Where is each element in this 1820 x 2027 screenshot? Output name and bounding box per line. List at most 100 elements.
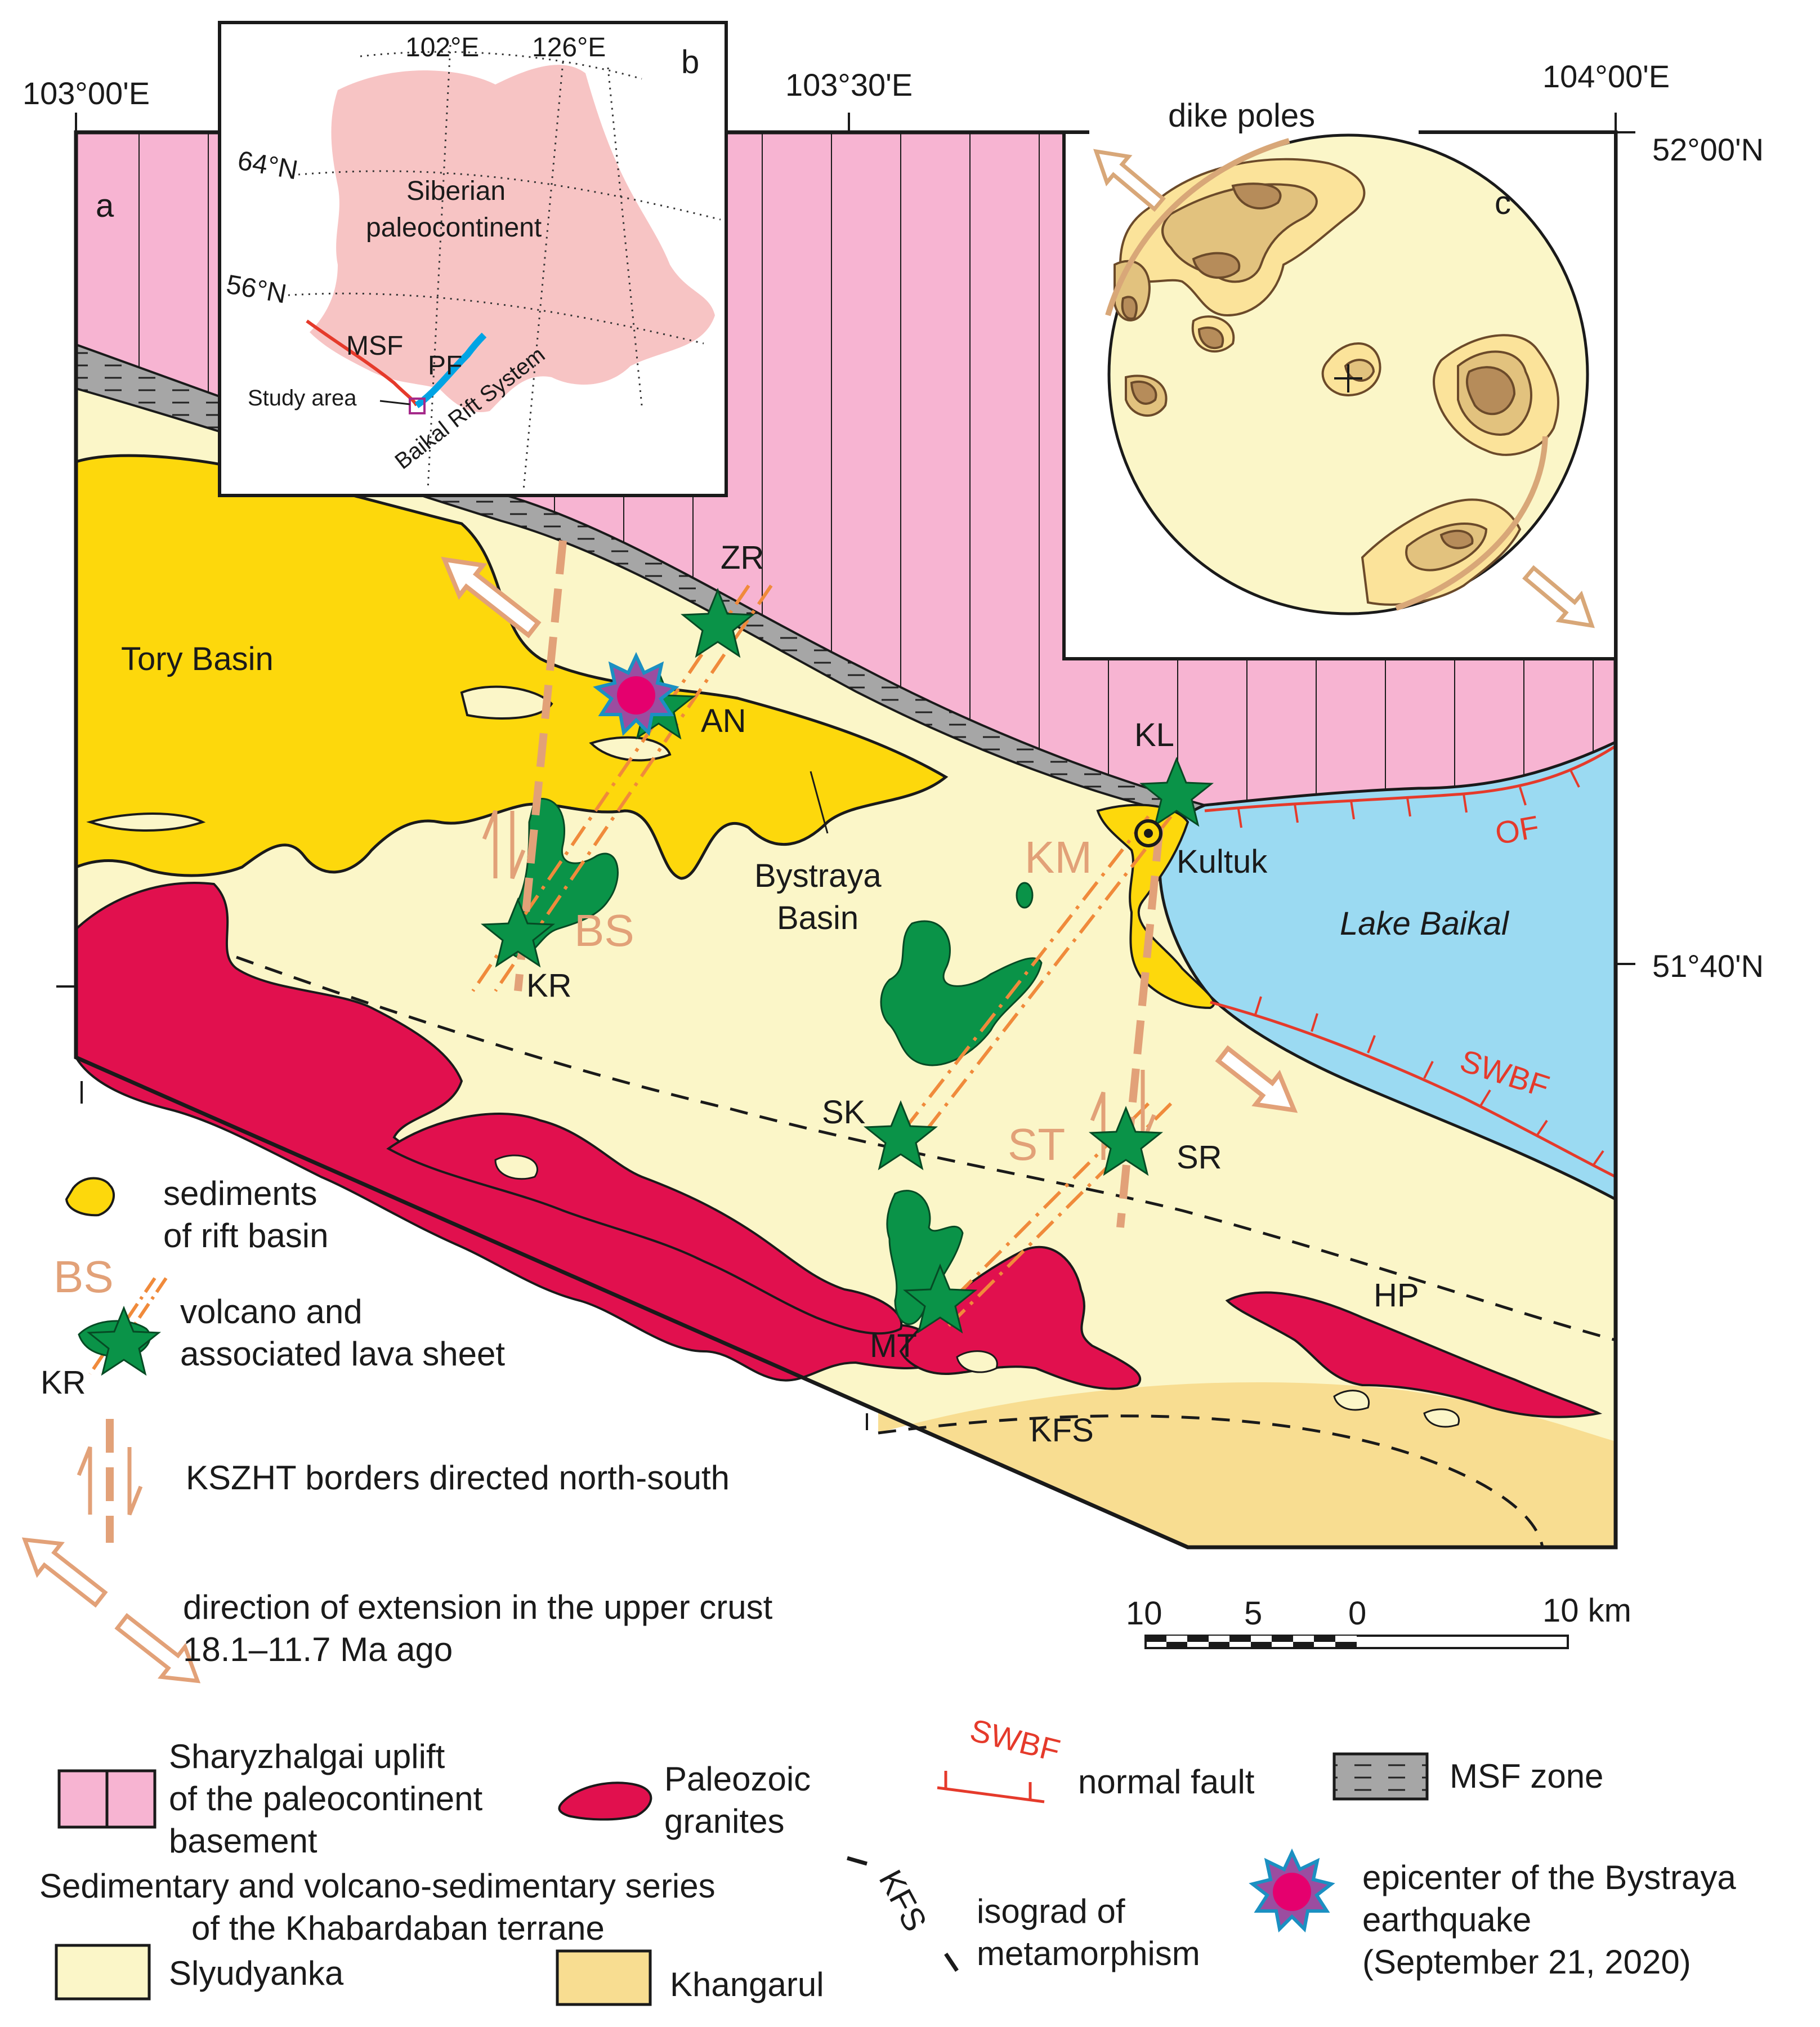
stereonet-arc-nw [1105, 138, 1290, 316]
label-an: AN [701, 703, 746, 739]
label-kr: KR [526, 967, 572, 1004]
legend-extension-1: direction of extension in the upper crus… [183, 1588, 773, 1626]
siberian-continent [310, 65, 715, 412]
scale-10: 10 [1126, 1595, 1162, 1632]
legend-khangarul-swatch [556, 1949, 652, 2006]
legend-slyudyanka-swatch [55, 1944, 151, 2001]
inset-b-siberian: Siberian [406, 176, 506, 206]
legend-sediments-2: of rift basin [163, 1217, 328, 1254]
legend-kszht: KSZHT borders directed north-south [186, 1459, 730, 1497]
isograd-kfs [878, 1414, 1544, 1548]
kszht-border-west [514, 540, 567, 992]
label-kfs-map: KFS [1030, 1412, 1094, 1449]
legend-shary-2: of the paleocontinent [169, 1780, 482, 1818]
inset-b-graticule [281, 44, 721, 490]
label-hp: HP [1374, 1277, 1419, 1314]
label-zr: ZR [721, 539, 764, 576]
legend-isograd-2: metamorphism [977, 1935, 1200, 1972]
label-kultuk: Kultuk [1177, 843, 1268, 880]
label-mt: MT [870, 1328, 917, 1364]
scale-0: 0 [1348, 1595, 1366, 1632]
legend-bs-label: BS [53, 1252, 114, 1302]
legend-sediments-swatch [65, 1177, 115, 1217]
legend-kr-label: KR [41, 1364, 86, 1401]
panel-label-b: b [681, 44, 699, 81]
scale-10km: 10 km [1542, 1592, 1631, 1629]
inset-c: dike poles [1062, 97, 1617, 660]
khangarul-inclusion [1333, 1390, 1370, 1411]
inset-b-paleocontinent: paleocontinent [366, 213, 542, 243]
label-bs: BS [574, 905, 634, 956]
legend-extension-arrow-se [114, 1613, 201, 1684]
legend-epicenter-1: epicenter of the Bystraya [1362, 1859, 1736, 1896]
legend-granites-2: granites [664, 1802, 784, 1840]
dike-zone-km-sk [888, 815, 1173, 1150]
inset-b-msf: MSF [346, 331, 403, 361]
tory-basin-sediments [74, 454, 949, 880]
lake-baikal [1158, 740, 1617, 1202]
lava-sheet-small [1016, 882, 1034, 909]
panel-label-c: c [1495, 185, 1511, 221]
normal-fault-of [1204, 744, 1617, 812]
epicenter-bystraya [593, 651, 679, 736]
label-km: KM [1025, 832, 1092, 882]
legend-series-2: of the Khabardaban terrane [191, 1909, 605, 1947]
paleozoic-granite [1225, 1291, 1603, 1418]
legend-volcano-star [88, 1307, 160, 1375]
legend-shary-1: Sharyzhalgai uplift [169, 1738, 445, 1775]
kszht-border-east [1116, 827, 1164, 1228]
inset-b-lon1: 102°E [405, 33, 479, 62]
label-bystraya-2: Basin [777, 900, 858, 936]
inset-b-study-area: Study area [248, 386, 357, 410]
label-sr: SR [1177, 1139, 1222, 1176]
granite-inclusion [494, 1154, 539, 1180]
pole-density-contours [1114, 158, 1559, 606]
legend: sediments of rift basin BS KR volcano an… [21, 1175, 1736, 2006]
label-bystraya-1: Bystraya [754, 858, 882, 894]
tory-basin-island [460, 685, 553, 720]
tory-basin-island [589, 736, 672, 762]
panel-label-a: a [96, 187, 114, 224]
legend-shary-3: basement [169, 1822, 318, 1860]
label-of: OF [1492, 809, 1542, 851]
inset-c-title: dike poles [1168, 97, 1315, 134]
inset-b: 102°E 126°E 64°N 56°N Siberian paleocont… [218, 21, 728, 497]
fault-ticks-swbf [1254, 996, 1604, 1167]
legend-granite-swatch [558, 1782, 652, 1821]
label-tory-basin: Tory Basin [121, 641, 274, 677]
legend-volcano-1: volcano and [180, 1293, 363, 1331]
legend-extension-2: 18.1–11.7 Ma ago [183, 1631, 453, 1668]
fault-ticks-of [1237, 770, 1580, 828]
isograd-hp [236, 956, 1616, 1342]
legend-khangarul: Khangarul [670, 1966, 824, 2003]
coord-lon-right: 104°00'E [1542, 59, 1670, 94]
legend-series-1: Sedimentary and volcano-sedimentary seri… [39, 1867, 716, 1905]
label-kl: KL [1134, 717, 1174, 753]
coord-lat-top: 52°00'N [1652, 132, 1764, 167]
normal-fault-swbf [1210, 1001, 1617, 1178]
legend-msf-zone: MSF zone [1450, 1757, 1603, 1795]
label-lake-baikal: Lake Baikal [1340, 905, 1510, 942]
stereonet-arc-se [1395, 436, 1548, 611]
legend-granites-1: Paleozoic [664, 1760, 811, 1798]
legend-epicenter-symbol [1249, 1848, 1335, 1933]
kultuk-marker-dot [1144, 829, 1153, 838]
legend-swbf: SWBF [967, 1712, 1063, 1769]
legend-sediments-1: sediments [163, 1175, 317, 1212]
label-sk: SK [822, 1094, 866, 1131]
coord-lon-mid: 103°30'E [785, 67, 913, 102]
extension-arrow [1215, 1045, 1298, 1113]
inset-c-extension-arrow-se [1522, 565, 1595, 628]
granite-inclusion [956, 1350, 998, 1373]
legend-epicenter-3: (September 21, 2020) [1362, 1943, 1691, 1981]
legend-msf-swatch [1332, 1752, 1429, 1801]
scale-5: 5 [1244, 1595, 1262, 1632]
legend-epicenter-2: earthquake [1362, 1901, 1531, 1939]
pf-trace [414, 332, 487, 408]
coord-lon-left: 103°00'E [23, 75, 150, 111]
khangarul-inclusion [1423, 1408, 1460, 1428]
rift-sediment-patch [86, 812, 206, 832]
coord-lat-mid: 51°40'N [1652, 948, 1764, 984]
legend-volcano-2: associated lava sheet [180, 1335, 505, 1373]
